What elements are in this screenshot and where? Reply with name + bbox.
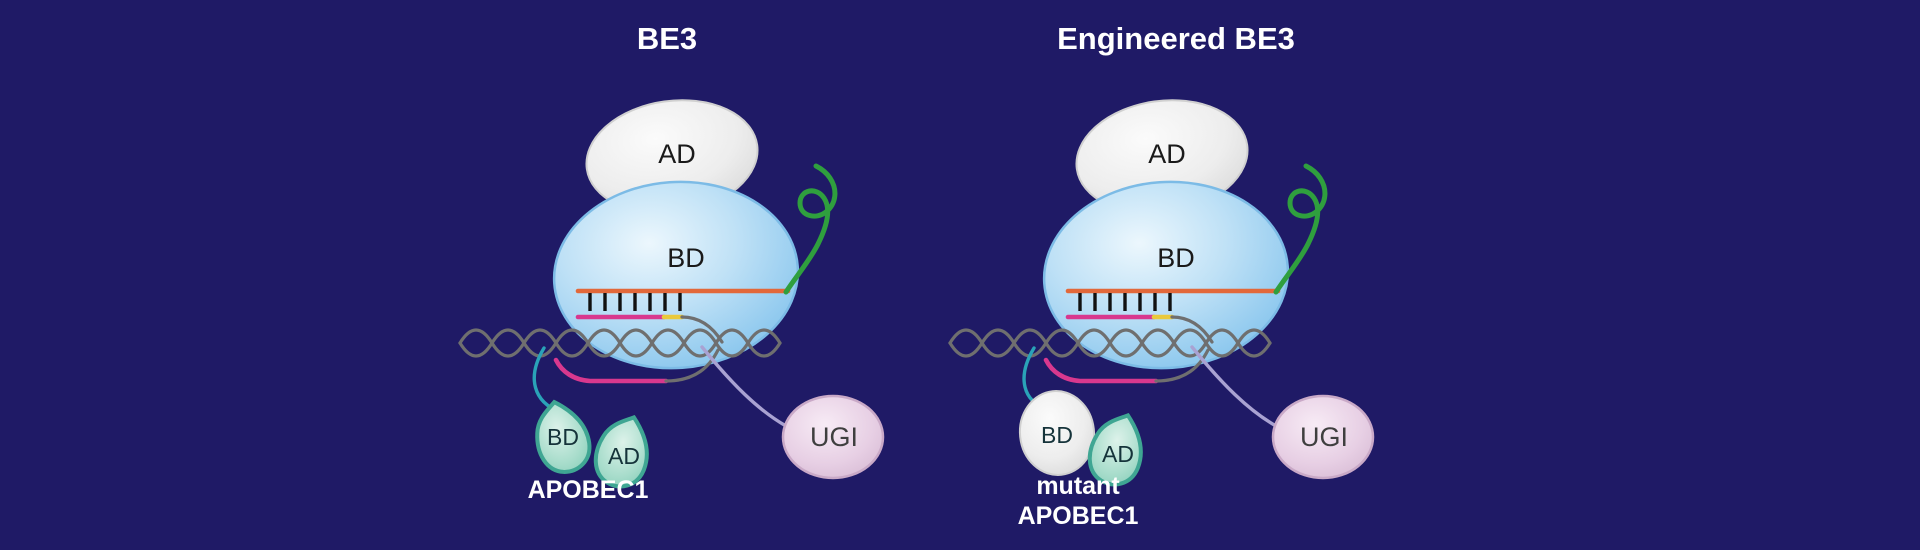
apobec-name: APOBEC1 (1018, 502, 1139, 530)
base-pair-ticks (1078, 293, 1172, 311)
apobec-ad-leaf (593, 414, 649, 489)
displaced-strand-loop (1043, 357, 1159, 384)
mutant-label: mutant (1036, 472, 1120, 500)
sgrna-scaffold (783, 163, 838, 295)
sgrna-scaffold (1273, 163, 1328, 295)
apobec-bd-label: BD (547, 424, 579, 450)
ugi-label: UGI (1300, 422, 1348, 452)
dna-connector-bottom (664, 348, 720, 383)
cas9-bd-label: BD (1157, 243, 1195, 273)
cas9-bd-label: BD (667, 243, 705, 273)
ugi-label: UGI (810, 422, 858, 452)
apobec-ad-label: AD (608, 443, 640, 469)
cas9-ad-label: AD (1148, 139, 1186, 169)
cas9-body (552, 180, 800, 370)
panel-title: BE3 (637, 21, 697, 56)
base-pair-ticks (588, 293, 682, 311)
dna-strand-2 (948, 328, 1272, 358)
apobec-bd-domain-mutant (1018, 390, 1096, 476)
panel-engineered-be3: Engineered BE3 (948, 21, 1375, 530)
panel-be3: BE3 AD BD (458, 21, 885, 504)
apobec-bd-leaf (535, 399, 592, 474)
cas9-ad-label: AD (658, 139, 696, 169)
cas9-body (1042, 180, 1290, 370)
ugi-linker (1190, 345, 1278, 428)
ugi-body (781, 394, 885, 480)
ugi-linker (700, 345, 788, 428)
apobec-ad-label: AD (1102, 441, 1134, 467)
panel-title: Engineered BE3 (1057, 21, 1295, 56)
apobec-ad-leaf (1087, 412, 1143, 487)
dna-strand-2 (458, 328, 782, 358)
ugi-body (1271, 394, 1375, 480)
dna-connector-bottom (1154, 348, 1210, 383)
apobec-name: APOBEC1 (528, 476, 649, 504)
displaced-strand-loop (553, 357, 669, 384)
apobec-bd-label: BD (1041, 422, 1073, 448)
